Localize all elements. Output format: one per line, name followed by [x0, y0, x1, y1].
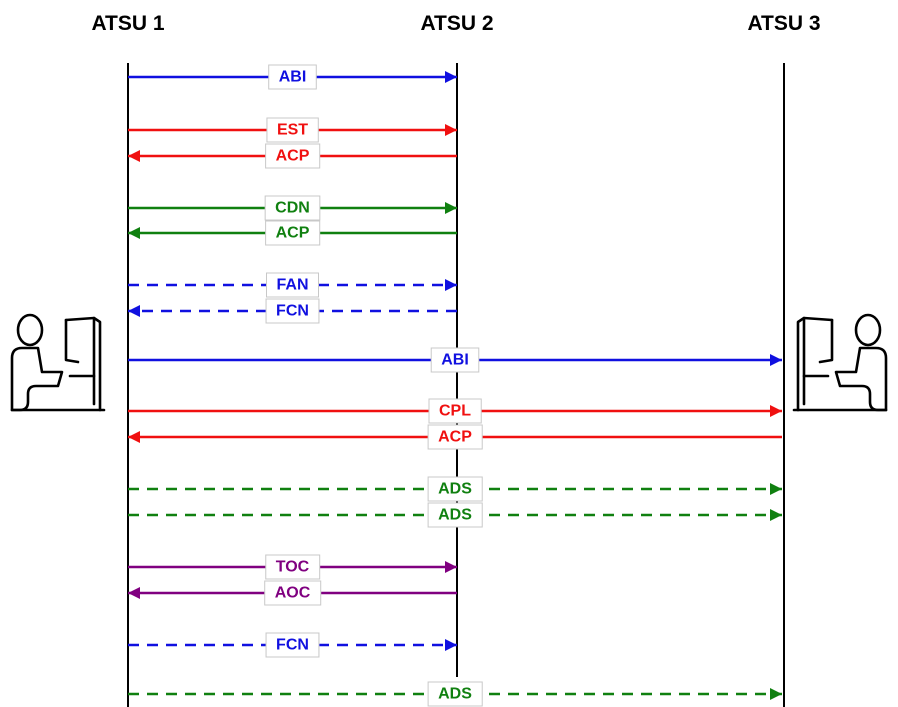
atsu-2-title: ATSU 2	[420, 12, 493, 35]
message-label: FCN	[276, 303, 309, 320]
message-label-box	[264, 195, 321, 221]
atsu-3-title: ATSU 3	[747, 12, 820, 35]
message: ABI	[128, 64, 457, 90]
message-label-box	[265, 554, 321, 580]
message-label: ABI	[441, 352, 469, 369]
message-label-box	[264, 580, 322, 606]
message-label: AOC	[275, 585, 311, 602]
message: ABI	[128, 347, 782, 373]
message-label: ADS	[438, 507, 472, 524]
message-label: FAN	[277, 277, 309, 294]
message: TOC	[128, 554, 457, 580]
message-label-box	[427, 681, 483, 707]
atsu-1-title: ATSU 1	[91, 12, 164, 35]
message-label-box	[265, 298, 320, 324]
message-label-box	[266, 272, 319, 298]
message-label-box	[265, 143, 321, 169]
controller-workstation-icon	[792, 313, 888, 412]
message-label-box	[265, 220, 321, 246]
message-label: ACP	[276, 225, 310, 242]
message-label-box	[268, 64, 317, 90]
message-label: CPL	[439, 403, 471, 420]
message: ACP	[128, 220, 457, 246]
message: EST	[128, 117, 457, 143]
message: FCN	[128, 298, 457, 324]
message: FCN	[128, 632, 457, 658]
message-label: ACP	[438, 429, 472, 446]
controller-workstation-icon	[10, 313, 106, 412]
message: CDN	[128, 195, 457, 221]
message-label: CDN	[275, 200, 310, 217]
message-label-box	[430, 347, 480, 373]
messages-layer: ABI EST ACP CDN ACP FAN FCN ABI CPL ACP ADS ADS TOC A…	[128, 64, 782, 707]
message-label: EST	[277, 122, 308, 139]
message: CPL	[128, 398, 782, 424]
message-label-box	[265, 632, 320, 658]
message-label-box	[428, 398, 482, 424]
message-label: FCN	[276, 637, 309, 654]
message-label: ABI	[279, 69, 307, 86]
message: AOC	[128, 580, 457, 606]
message: ACP	[128, 424, 782, 450]
message-label-box	[427, 502, 483, 528]
message: ADS	[128, 502, 782, 528]
message-label-box	[427, 476, 483, 502]
message-label: ACP	[276, 148, 310, 165]
message-label: ADS	[438, 686, 472, 703]
message-label-box	[427, 424, 483, 450]
message: ADS	[128, 681, 782, 707]
message-label: ADS	[438, 481, 472, 498]
message-label: TOC	[276, 559, 310, 576]
message: ADS	[128, 476, 782, 502]
message-label-box	[266, 117, 319, 143]
message: ACP	[128, 143, 457, 169]
message: FAN	[128, 272, 457, 298]
